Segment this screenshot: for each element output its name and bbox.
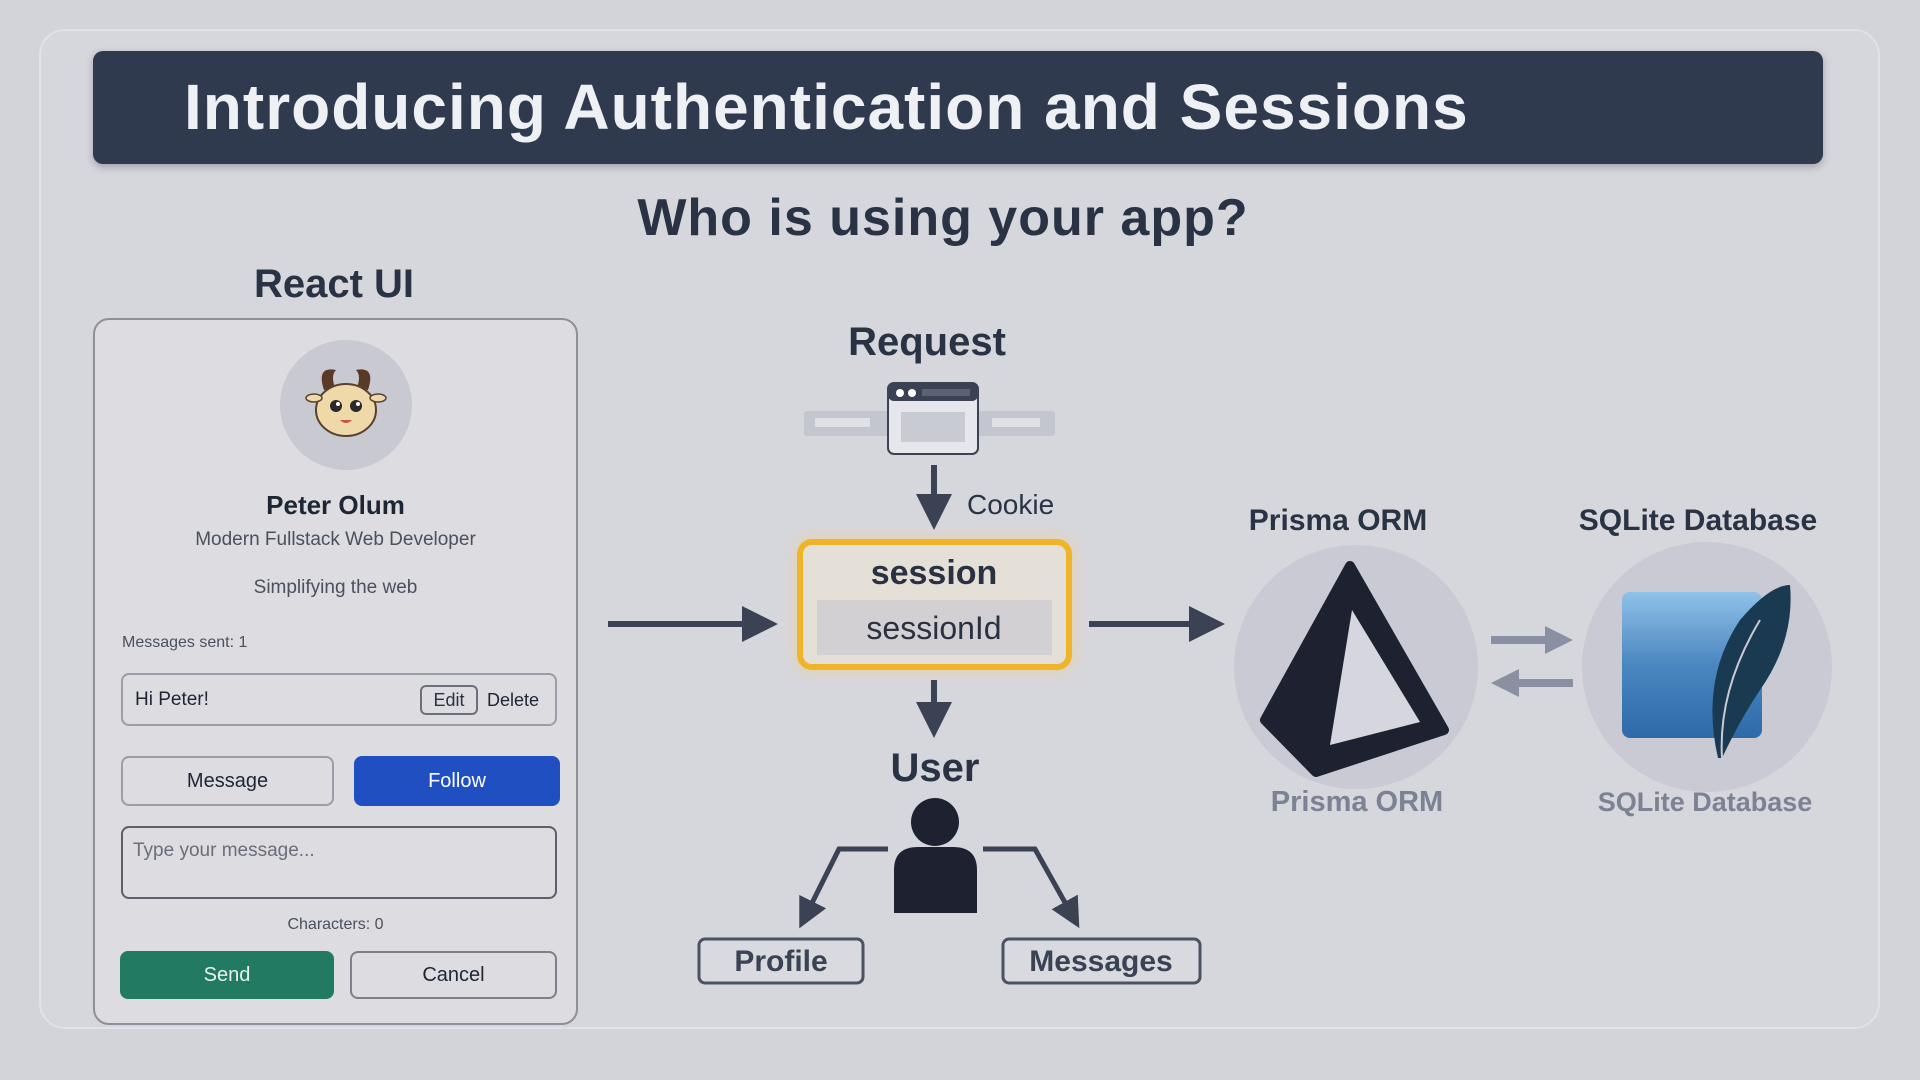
session-id-label: sessionId: [866, 610, 1001, 646]
avatar: [280, 340, 412, 470]
cancel-button[interactable]: Cancel: [350, 951, 557, 999]
profile-label: Profile: [734, 945, 827, 978]
user-to-messages-arrow: [983, 846, 1080, 929]
session-label: session: [871, 554, 998, 592]
edit-button[interactable]: Edit: [420, 685, 478, 715]
title-bar: [93, 51, 1823, 164]
delete-button[interactable]: Delete: [487, 690, 540, 710]
message-text: Hi Peter!: [135, 689, 209, 710]
slide-title: Introducing Authentication and Sessions: [184, 71, 1469, 143]
session-id-field: [817, 600, 1052, 655]
prisma-logo-icon: [1260, 561, 1449, 777]
profile-node: [697, 937, 865, 985]
prisma-caption: Prisma ORM: [1271, 786, 1443, 818]
message-button[interactable]: Message: [121, 756, 334, 806]
profile-tagline: Simplifying the web: [253, 577, 418, 598]
goat-mascot-icon: [305, 369, 387, 437]
sqlite-caption: SQLite Database: [1598, 787, 1813, 817]
message-item: Hi Peter! Edit Delete: [121, 673, 557, 726]
request-label: Request: [848, 320, 1006, 364]
user-label: User: [891, 746, 980, 790]
user-icon: [894, 798, 977, 913]
send-button[interactable]: Send: [120, 951, 334, 999]
messages-label: Messages: [1029, 945, 1172, 978]
sqlite-logo-icon: [1622, 585, 1791, 759]
textarea-placeholder: Type your message...: [133, 840, 315, 861]
bidirectional-arrows: [1491, 626, 1573, 697]
profile-card: Peter Olum Modern Fullstack Web Develope…: [93, 318, 578, 1025]
messages-node: [1001, 937, 1202, 985]
profile-role: Modern Fullstack Web Developer: [195, 529, 476, 550]
user-to-profile-arrow: [799, 846, 888, 929]
follow-button[interactable]: Follow: [354, 756, 560, 806]
slide-subtitle: Who is using your app?: [637, 189, 1249, 247]
react-ui-heading: React UI: [253, 262, 415, 306]
sqlite-heading: SQLite Database: [1579, 504, 1817, 537]
character-count: Characters: 0: [287, 916, 384, 933]
messages-sent-count: Messages sent: 1: [122, 634, 248, 651]
profile-name: Peter Olum: [266, 490, 405, 520]
prisma-heading: Prisma ORM: [1249, 504, 1427, 537]
cookie-label: Cookie: [967, 489, 1054, 520]
message-textarea[interactable]: Type your message...: [121, 826, 557, 899]
browser-request-icon: [804, 382, 1055, 455]
